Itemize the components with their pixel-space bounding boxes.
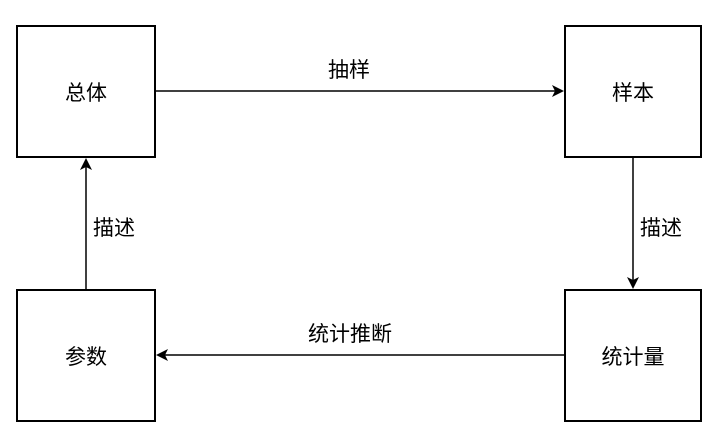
node-statistic-label: 统计量 <box>601 344 665 369</box>
edge-label-describe-sample: 描述 <box>640 216 682 240</box>
edge-label-sampling: 抽样 <box>328 58 370 82</box>
node-statistic: 统计量 <box>564 289 702 422</box>
edge-label-describe-parameter: 描述 <box>93 216 135 240</box>
node-parameter: 参数 <box>16 289 156 422</box>
node-population: 总体 <box>16 25 156 158</box>
node-population-label: 总体 <box>65 80 107 105</box>
edge-label-inference: 统计推断 <box>308 322 392 346</box>
node-parameter-label: 参数 <box>65 344 107 369</box>
node-sample: 样本 <box>564 25 702 158</box>
node-sample-label: 样本 <box>612 80 654 105</box>
